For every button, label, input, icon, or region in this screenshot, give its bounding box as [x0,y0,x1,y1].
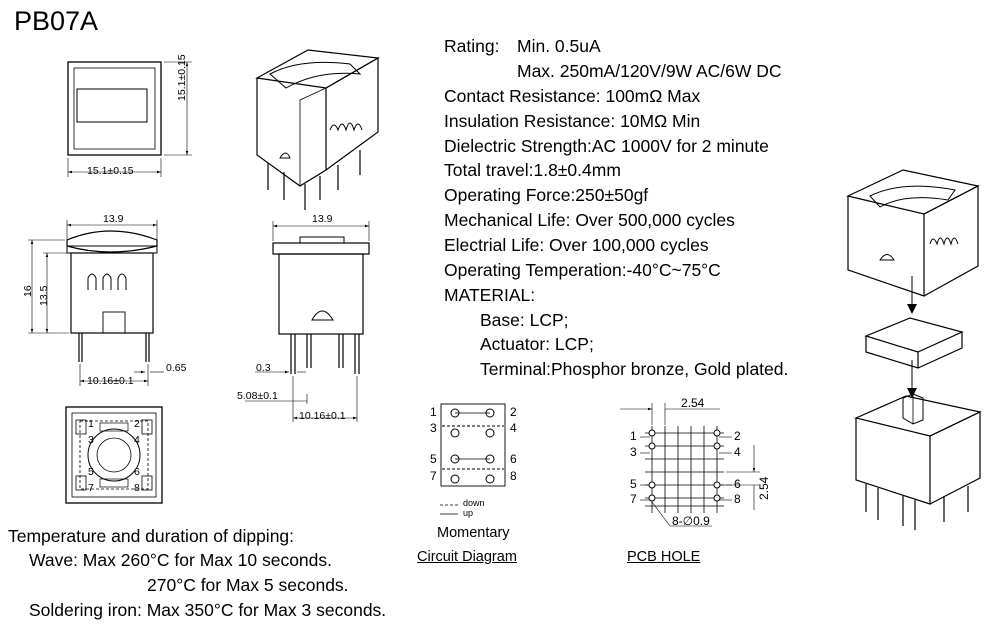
dim-front-pin-pitch: 10.16±0.1 [87,375,134,387]
circuit-pin-8: 8 [510,469,517,483]
dim-side-pin-spacing: 5.08±0.1 [237,390,278,402]
pcb-pin-4: 4 [734,445,741,459]
circuit-legend-down: down [463,498,485,508]
dipping-heading: Temperature and duration of dipping: [8,526,295,546]
spec-operating-force: Operating Force:250±50gf [444,185,649,205]
spec-insulation-resistance: Insulation Resistance: 10MΩ Min [444,111,701,131]
dim-top-width: 15.1±0.15 [87,165,134,177]
spec-material-label: MATERIAL: [444,285,536,305]
spec-rating-min: Min. 0.5uA [517,36,601,56]
circuit-pin-5: 5 [430,452,437,466]
dipping-soldering-iron: Soldering iron: Max 350°C for Max 3 seco… [29,600,387,620]
top-view-drawing [67,61,192,177]
bottom-pin-1: 1 [88,418,94,430]
pcb-pin-7: 7 [630,492,637,506]
circuit-pin-1: 1 [430,405,437,419]
spec-total-travel: Total travel:1.8±0.4mm [444,160,621,180]
pcb-pitch-vertical: 2.54 [757,476,771,500]
bottom-pin-3: 3 [88,434,94,446]
circuit-diagram [440,403,506,515]
pcb-pin-8: 8 [734,492,741,506]
dim-side-width: 13.9 [312,213,333,225]
spec-electrical-life: Electrial Life: Over 100,000 cycles [444,235,709,255]
circuit-diagram-caption: Circuit Diagram [417,549,517,565]
part-number-title: PB07A [14,6,99,36]
bottom-view-drawing [65,406,163,504]
circuit-mode: Momentary [437,525,510,541]
bottom-pin-4: 4 [134,434,140,446]
pcb-pitch-horizontal: 2.54 [681,396,705,410]
bottom-pin-7: 7 [88,482,94,494]
dim-front-pin-thickness: 0.65 [166,362,187,374]
spec-material-terminal: Terminal:Phosphor bronze, Gold plated. [480,359,789,379]
bottom-pin-6: 6 [134,466,140,478]
circuit-pin-4: 4 [510,421,517,435]
spec-material-base: Base: LCP; [480,310,569,330]
circuit-pin-2: 2 [510,405,517,419]
spec-operating-temperature: Operating Temperation:-40°C~75°C [444,260,721,280]
dipping-wave-2: 270°C for Max 5 seconds. [147,575,349,595]
dipping-wave-1: Wave: Max 260°C for Max 10 seconds. [29,550,333,570]
isometric-view-drawing [255,49,380,210]
dim-top-height: 15.1±0.15 [176,54,188,101]
circuit-legend-up: up [463,508,474,518]
bottom-pin-2: 2 [134,418,140,430]
spec-rating-max: Max. 250mA/120V/9W AC/6W DC [517,61,782,81]
dim-front-body-height: 13.5 [38,285,50,306]
bottom-pin-5: 5 [88,466,94,478]
exploded-view-drawing [846,169,982,530]
pcb-pin-6: 6 [734,477,741,491]
spec-rating-label: Rating: [444,36,500,56]
dim-side-pin-thickness: 0.3 [256,362,271,374]
pcb-hole-grid [620,403,760,527]
spec-mechanical-life: Mechanical Life: Over 500,000 cycles [444,210,735,230]
pcb-hole-caption: PCB HOLE [627,549,701,565]
bottom-pin-8: 8 [134,482,140,494]
spec-material-actuator: Actuator: LCP; [480,334,594,354]
front-view-drawing [28,220,164,386]
pcb-hole-size: 8-∅0.9 [672,514,710,528]
circuit-pin-6: 6 [510,452,517,466]
pcb-pin-3: 3 [630,445,637,459]
circuit-pin-7: 7 [430,469,437,483]
dim-front-width: 13.9 [103,213,124,225]
spec-dielectric-strength: Dielectric Strength:AC 1000V for 2 minut… [444,136,769,156]
side-view-drawing [245,221,370,422]
pcb-pin-5: 5 [630,477,637,491]
pcb-pin-1: 1 [630,429,637,443]
spec-contact-resistance: Contact Resistance: 100mΩ Max [444,86,701,106]
dim-front-total-height: 16 [22,285,34,297]
dim-side-pin-pitch: 10.16±0.1 [299,410,346,422]
pcb-pin-2: 2 [734,429,741,443]
circuit-pin-3: 3 [430,421,437,435]
